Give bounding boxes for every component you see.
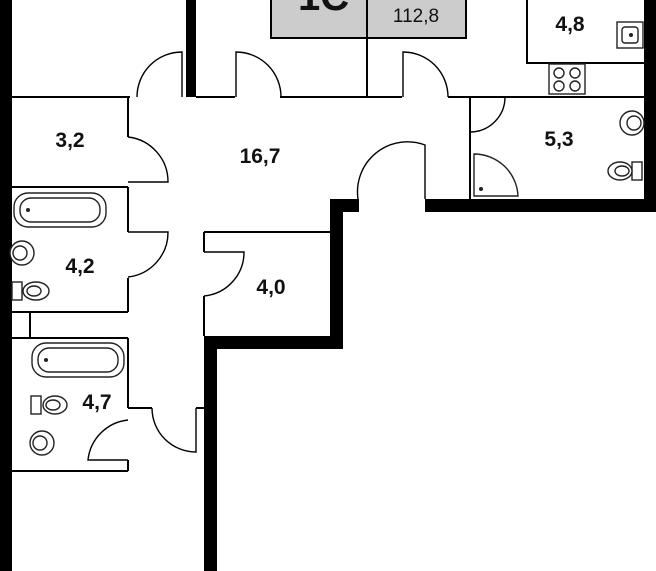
sink-icon [29, 430, 55, 456]
room-area-storage: 3,2 [55, 129, 84, 152]
door-bath-bottom-inner [151, 407, 197, 453]
room-area-closet: 4,0 [256, 276, 285, 299]
doors [87, 51, 506, 461]
wall-top-stub [186, 0, 196, 97]
toilet-icon [607, 161, 643, 181]
door-hall-top-middle [235, 51, 282, 98]
room-area-bathroom-bottom: 4,7 [82, 391, 111, 414]
door-hall-right [356, 141, 426, 200]
wall-middle-vertical [330, 199, 343, 349]
room-area-hall: 16,7 [240, 145, 281, 168]
door-closet [203, 251, 245, 297]
sink-icon [619, 110, 645, 136]
room-area-bathroom-right: 5,3 [544, 128, 573, 151]
toilet-icon [30, 395, 68, 415]
bathtub-icon [13, 192, 107, 228]
toilet-icon [11, 281, 50, 301]
wall-right-bottom [425, 199, 656, 212]
shower-icon [473, 153, 519, 197]
badge-background [270, 0, 467, 39]
door-storage [127, 136, 169, 183]
door-kitchen [402, 51, 449, 98]
wall-right [644, 0, 656, 212]
partition-kitchen-counter [526, 0, 644, 64]
stove-icon [548, 63, 586, 95]
room-area-bathroom-top: 4,2 [65, 255, 94, 278]
rooms-count-label: 1С [298, 0, 349, 19]
door-hall-top-left [136, 51, 183, 98]
apartment-badge: 1С 112,8 [270, 0, 467, 39]
total-area-label: 112,8 [393, 6, 439, 27]
door-bath-top [127, 231, 169, 278]
sink-icon [616, 21, 644, 49]
bathtub-icon [31, 342, 125, 378]
room-area-kitchen: 4,8 [555, 13, 585, 36]
wall-left [0, 0, 12, 571]
door-bath-bottom-lower [87, 419, 129, 461]
toilet-icon [9, 240, 35, 266]
door-bath-right [469, 96, 506, 133]
wall-lower-vertical [204, 336, 217, 571]
wall-closet-bottom [204, 336, 343, 349]
